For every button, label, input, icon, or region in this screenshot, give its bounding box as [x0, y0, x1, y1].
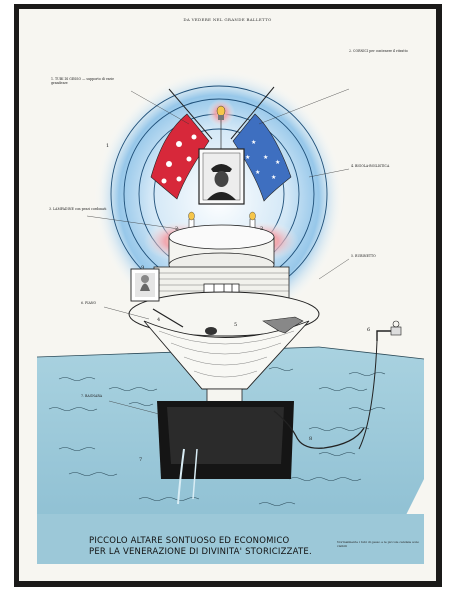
left-flag	[150, 113, 210, 200]
right-flag: ★ ★ ★ ★ ★ ★	[232, 113, 292, 202]
callout-lines	[86, 88, 350, 415]
marker-3: 3	[260, 226, 264, 232]
svg-text:★: ★	[245, 154, 250, 161]
marker-7: 7	[139, 457, 143, 463]
black-base	[157, 401, 365, 505]
marker-5: 5	[234, 322, 238, 328]
note-6: 6. PIANO	[81, 301, 97, 305]
caption-line-1: PICCOLO ALTARE SONTUOSO ED ECONOMICO	[89, 536, 290, 546]
marker-6: 6	[367, 327, 371, 333]
caption-line-2: PER LA VENERAZIONE DI DIVINITA' STORICIZ…	[89, 547, 312, 557]
portrait-frame	[198, 148, 245, 205]
note-3: 3. LAMPADINE con pezzi cordonati	[49, 207, 107, 211]
note-7: 7. BAGNARA	[81, 394, 103, 398]
note-2: 2. CORNICI per contenere il ritratto	[349, 49, 408, 53]
marker-2: 2	[175, 226, 179, 232]
marker-8: 8	[309, 436, 313, 442]
marker-1: 1	[106, 143, 110, 149]
altar-illustration: ★ ★ ★ ★ ★ ★	[36, 69, 425, 564]
note-1: 1. TUBI DI GESSO — supporto di varie gra…	[51, 77, 114, 85]
poster-caption: PICCOLO ALTARE SONTUOSO ED ECONOMICO PER…	[89, 536, 389, 558]
marker-9: 9	[141, 265, 145, 271]
footnote: Normalmente i tubi di gesso e le piccole…	[337, 540, 420, 548]
poster-sheet: DA VEDERE NEL GRANDE BALLETTO	[19, 9, 436, 581]
top-bulb	[207, 99, 235, 149]
svg-text:★: ★	[263, 154, 268, 161]
note-4: 4. BIGOLA-BOILISTICA	[351, 164, 390, 168]
note-5: 5. RUBINETTO	[351, 254, 376, 258]
marker-4: 4	[157, 317, 161, 323]
svg-text:★: ★	[255, 169, 260, 176]
svg-text:★: ★	[271, 174, 276, 181]
flag-poles	[168, 86, 275, 140]
faucet	[358, 320, 402, 450]
table-objects	[130, 268, 304, 335]
svg-text:★: ★	[251, 139, 256, 146]
svg-text:★: ★	[275, 159, 280, 166]
poster-header: DA VEDERE NEL GRANDE BALLETTO	[183, 17, 272, 22]
